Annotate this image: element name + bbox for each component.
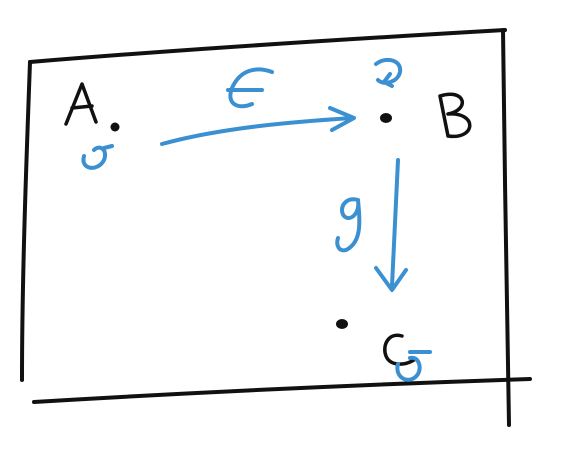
arrow-g xyxy=(390,158,400,288)
object-c-point xyxy=(336,319,348,329)
enclosing-box xyxy=(20,28,532,427)
object-b-point xyxy=(380,113,392,123)
object-c: C xyxy=(336,319,432,382)
object-a-point xyxy=(110,122,120,132)
morphism-g: g xyxy=(335,158,408,292)
arrowhead-f xyxy=(328,106,356,132)
identity-loop-c xyxy=(395,350,432,382)
identity-loop-a xyxy=(81,144,114,170)
arrow-f xyxy=(160,116,354,146)
object-b: B xyxy=(374,57,472,139)
arrowhead-g xyxy=(374,266,408,292)
morphism-f: f xyxy=(160,67,356,146)
label-g xyxy=(335,197,362,253)
object-a: A xyxy=(64,82,120,170)
label-f xyxy=(226,67,274,109)
identity-loop-b xyxy=(374,57,403,88)
